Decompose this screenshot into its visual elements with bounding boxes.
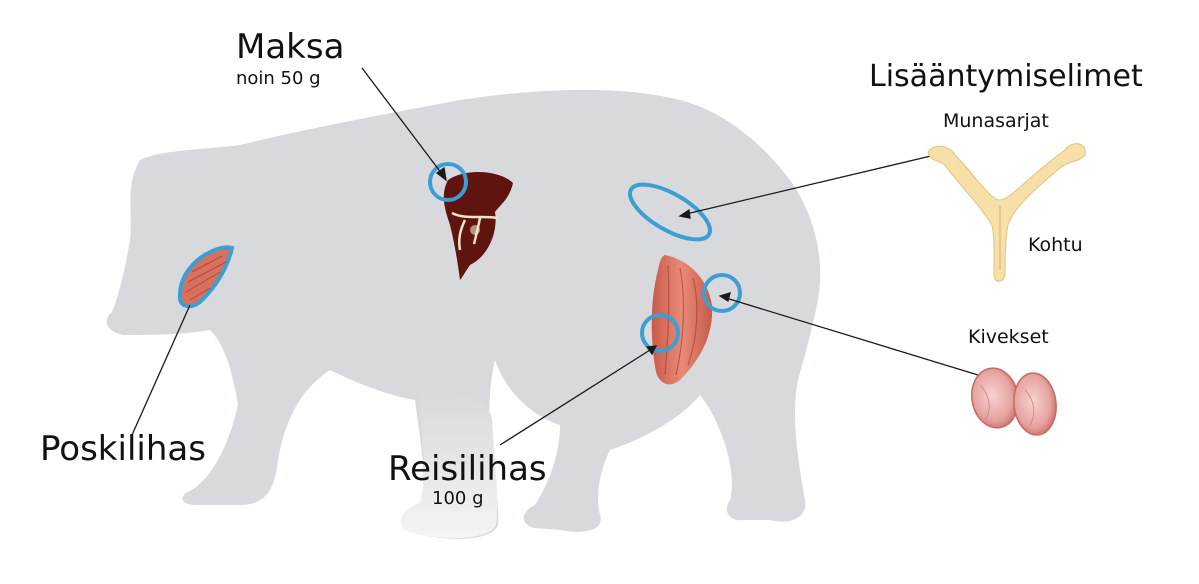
cheek-muscle-label: Poskilihas bbox=[40, 429, 206, 469]
thigh-muscle-weight-label: 100 g bbox=[432, 488, 484, 509]
thigh-muscle bbox=[651, 255, 713, 385]
testes-marker bbox=[702, 273, 742, 313]
liver-marker bbox=[428, 162, 468, 202]
liver-label: Maksa bbox=[236, 27, 345, 67]
bear-silhouette bbox=[106, 89, 821, 539]
uterus-organ bbox=[927, 143, 1086, 282]
liver-organ bbox=[443, 172, 513, 280]
thigh-muscle-label: Reisilihas bbox=[388, 449, 547, 489]
uterus-label: Kohtu bbox=[1028, 234, 1083, 256]
liver-weight-label: noin 50 g bbox=[236, 68, 321, 89]
marker-circles bbox=[428, 162, 742, 353]
testes-label: Kivekset bbox=[968, 326, 1049, 348]
reproductive-organs-title: Lisääntymiselimet bbox=[869, 59, 1143, 94]
testes-organ bbox=[971, 367, 1057, 436]
ovaries-label: Munasarjat bbox=[943, 110, 1049, 132]
pointer-lines bbox=[131, 67, 979, 446]
reproductive-marker bbox=[628, 182, 712, 242]
cheek-muscle bbox=[177, 245, 235, 309]
thigh-marker bbox=[640, 313, 680, 353]
